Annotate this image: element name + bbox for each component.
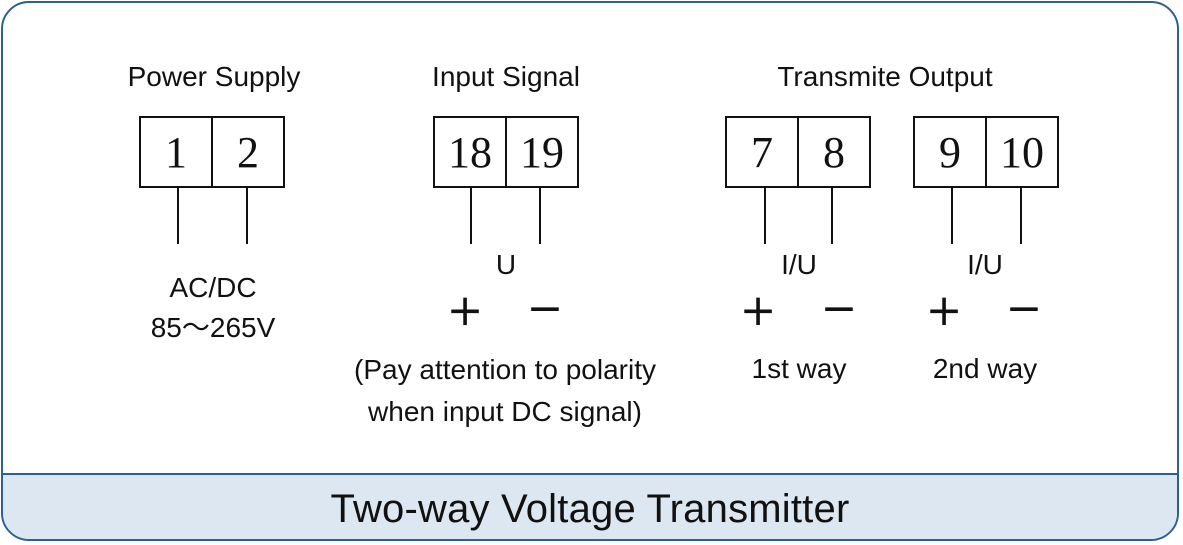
power-terminal-block: 1 2	[139, 116, 285, 188]
terminal-1: 1	[165, 127, 187, 177]
terminal-2: 2	[211, 118, 283, 186]
input-note-line2: when input DC signal)	[368, 396, 642, 427]
output1-label: 1st way	[751, 353, 847, 384]
output2-minus-sign: −	[1005, 283, 1043, 334]
footer-bar: Two-way Voltage Transmitter	[3, 473, 1177, 539]
output2-label: 2nd way	[932, 353, 1038, 384]
terminal-18: 18	[448, 127, 492, 177]
terminal-9: 9	[939, 127, 961, 177]
power-spec-line1: AC/DC	[169, 272, 257, 303]
input-plus-sign: +	[446, 285, 484, 336]
terminal-7: 7	[751, 127, 773, 177]
input-signal-title: Input Signal	[432, 61, 580, 92]
power-wire-2	[246, 188, 248, 244]
output1-wire-8	[831, 188, 833, 244]
input-minus-sign: −	[526, 283, 564, 334]
output1-wire-7	[764, 188, 766, 244]
input-note-line1: (Pay attention to polarity	[354, 354, 656, 385]
input-terminal-block: 18 19	[433, 116, 579, 188]
power-spec-line2: 85～265V	[150, 312, 276, 343]
output2-plus-sign: +	[925, 285, 963, 336]
output2-wire-10	[1020, 188, 1022, 244]
output2-signal-type: I/U	[967, 249, 1003, 280]
footer-title: Two-way Voltage Transmitter	[330, 486, 850, 531]
terminal-8: 8	[797, 118, 869, 186]
input-wire-19	[539, 188, 541, 244]
output-terminal-block-2: 9 10	[913, 116, 1059, 188]
power-supply-title: Power Supply	[127, 61, 301, 92]
terminal-19: 19	[505, 118, 577, 186]
output1-minus-sign: −	[820, 283, 858, 334]
output-title: Transmite Output	[777, 61, 993, 92]
output-terminal-block-1: 7 8	[725, 116, 871, 188]
terminal-10: 10	[985, 118, 1057, 186]
output1-plus-sign: +	[739, 285, 777, 336]
input-signal-type: U	[495, 249, 517, 280]
output2-wire-9	[951, 188, 953, 244]
output1-signal-type: I/U	[781, 249, 817, 280]
input-wire-18	[470, 188, 472, 244]
power-wire-1	[177, 188, 179, 244]
